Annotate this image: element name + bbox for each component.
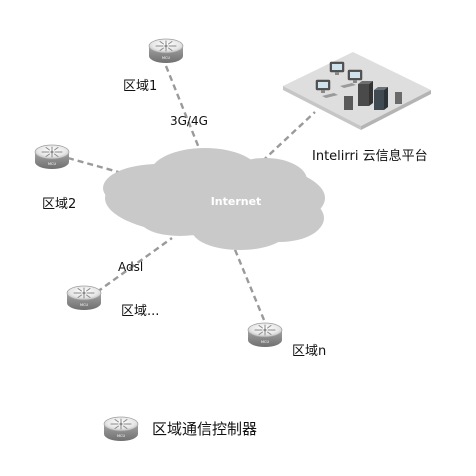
link-rn bbox=[229, 239, 266, 321]
legend-router-icon: MCU bbox=[103, 416, 139, 442]
cloud-label: Internet bbox=[211, 195, 262, 208]
platform-label: Intelirri 云信息平台 bbox=[312, 149, 428, 164]
server-cluster-icon bbox=[283, 52, 431, 130]
region-2-label: 区域2 bbox=[42, 197, 77, 212]
svg-text:MCU: MCU bbox=[48, 162, 56, 166]
svg-text:MCU: MCU bbox=[261, 340, 269, 344]
router-icon: MCU bbox=[34, 144, 70, 170]
link-r1-label: 3G/4G bbox=[170, 114, 208, 128]
legend-label: 区域通信控制器 bbox=[152, 420, 258, 438]
cloud-icon bbox=[103, 148, 325, 250]
link-r3 bbox=[96, 237, 173, 293]
router-icon: MCU bbox=[247, 322, 283, 348]
svg-text:MCU: MCU bbox=[80, 303, 88, 307]
router-icon: MCU bbox=[148, 38, 184, 64]
region-3-label: 区域... bbox=[121, 304, 160, 319]
link-r3-label: Adsl bbox=[118, 260, 144, 274]
svg-text:MCU: MCU bbox=[117, 434, 125, 438]
svg-text:MCU: MCU bbox=[162, 56, 170, 60]
region-n-label: 区域n bbox=[292, 344, 327, 359]
region-1-label: 区域1 bbox=[123, 79, 158, 94]
router-icon: MCU bbox=[66, 285, 102, 311]
